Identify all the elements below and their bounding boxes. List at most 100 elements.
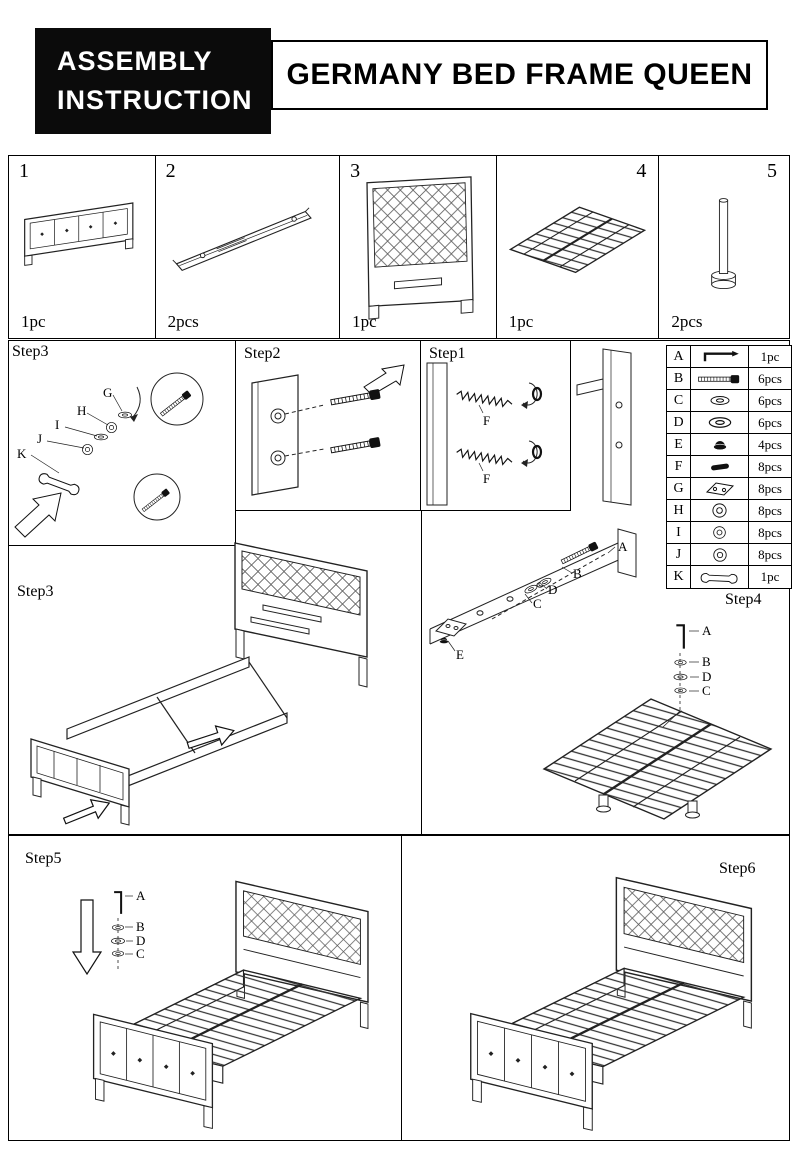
hardware-letter: F [667, 456, 691, 477]
bolt-icon [697, 372, 743, 386]
step2-label: Step2 [244, 345, 281, 362]
hardware-qty: 8pcs [758, 502, 782, 518]
coil-screw-icon [455, 447, 514, 467]
dowel-icon [708, 461, 732, 473]
table-row: E 4pcs [667, 434, 791, 456]
step3-assembly-drawing [30, 542, 368, 826]
callout-j: J [37, 431, 42, 446]
hardware-letter: B [667, 368, 691, 389]
logo-line1: ASSEMBLY [57, 46, 213, 76]
table-row: G 8pcs [667, 478, 791, 500]
grommet-icon [531, 444, 543, 460]
hardware-letter: A [667, 346, 691, 367]
part-cell-side-rail: 2 2pcs [156, 156, 341, 338]
step4-label: Step4 [725, 591, 762, 608]
step1-label: Step1 [429, 345, 466, 362]
part-cell-support-leg: 5 2pcs [659, 156, 789, 338]
step5-label: Step5 [25, 850, 62, 867]
callout-i: I [55, 417, 59, 432]
bracket-icon [705, 481, 735, 496]
step2-drawing [251, 364, 405, 496]
callout-b: B [573, 566, 582, 581]
callout-d: D [702, 669, 711, 684]
table-row: J 8pcs [667, 544, 791, 566]
wrench-icon [697, 568, 743, 586]
headboard-post-drawing [576, 348, 632, 506]
callout-h: H [77, 403, 86, 418]
part-qty: 2pcs [167, 312, 199, 331]
step5-hardware-stack: A B D C [111, 888, 146, 972]
hardware-qty: 6pcs [758, 392, 782, 408]
table-row: D 6pcs [667, 412, 791, 434]
callout-b: B [136, 919, 145, 934]
bolt-icon [329, 388, 382, 408]
callout-b: B [702, 654, 711, 669]
part-qty: 1pc [21, 312, 46, 331]
washer-ring-icon [711, 502, 728, 519]
step5-drawing: A B D C [71, 880, 370, 1130]
part-qty: 2pcs [671, 312, 703, 331]
bed-frame-drawing [469, 876, 753, 1132]
step3-hardware-drawing: G H I J K [14, 372, 204, 538]
callout-f2: F [483, 471, 490, 486]
hardware-letter: D [667, 412, 691, 433]
part-cell-headboard: 3 1pc [340, 156, 497, 338]
hardware-qty: 8pcs [758, 546, 782, 562]
hardware-letter: H [667, 500, 691, 521]
step6-drawing [469, 876, 753, 1132]
part-qty: 1pc [508, 312, 534, 331]
coil-screw-icon [455, 389, 514, 409]
hardware-letter: J [667, 544, 691, 565]
step1-drawing: F F [426, 362, 543, 506]
support-leg-drawing [596, 794, 700, 819]
callout-c: C [702, 683, 711, 698]
callout-k: K [17, 446, 27, 461]
footboard-drawing [24, 202, 134, 266]
cap-nut-icon [439, 637, 449, 644]
hardware-qty: 8pcs [758, 480, 782, 496]
part-qty: 1pc [352, 312, 377, 331]
allen-bolt-icon [113, 891, 123, 915]
footboard-drawing [30, 738, 130, 826]
hardware-qty: 4pcs [758, 436, 782, 452]
divider [421, 511, 422, 836]
step6-label: Step6 [719, 860, 756, 877]
step3-hardware-panel: Step3 [9, 341, 236, 546]
callout-a: A [702, 623, 712, 638]
bed-frame-drawing [92, 880, 370, 1130]
table-row: C 6pcs [667, 390, 791, 412]
hardware-qty: 6pcs [758, 370, 782, 386]
cap-nut-icon [711, 437, 729, 452]
table-row: A 1pc [667, 346, 791, 368]
step3-small-label: Step3 [12, 343, 49, 360]
headboard-drawing [366, 176, 474, 320]
table-row: B 6pcs [667, 368, 791, 390]
hardware-letter: E [667, 434, 691, 455]
hardware-qty: 8pcs [758, 458, 782, 474]
callout-d: D [136, 933, 145, 948]
bracket-with-nut [435, 618, 467, 644]
callout-f1: F [483, 413, 490, 428]
callout-g: G [103, 385, 112, 400]
bottom-section: Step5 A B D C Step6 [8, 835, 790, 1141]
washer-ring-icon [712, 547, 728, 563]
logo-block: ASSEMBLY INSTRUCTION [35, 28, 271, 134]
allen-bolt-icon [699, 349, 741, 364]
grommet-icon [531, 386, 543, 402]
washer-icon [674, 659, 687, 666]
step1-panel: Step1 F F [421, 341, 571, 511]
part-number: 2 [165, 160, 176, 182]
part-number: 4 [636, 160, 647, 182]
assembly-arrow-icon [14, 492, 62, 538]
washer-ring-icon [712, 525, 727, 540]
hardware-table: A 1pc B 6pcs C 6pcs D 6pcs E [666, 345, 792, 589]
hardware-letter: K [667, 566, 691, 588]
hardware-letter: C [667, 390, 691, 411]
callout-c: C [136, 946, 145, 961]
assembly-arrow-icon [363, 364, 405, 396]
step2-panel: Step2 [236, 341, 421, 511]
wrench-icon [36, 471, 82, 497]
part-number: 1 [19, 160, 29, 182]
hardware-qty: 6pcs [758, 414, 782, 430]
table-row: F 8pcs [667, 456, 791, 478]
